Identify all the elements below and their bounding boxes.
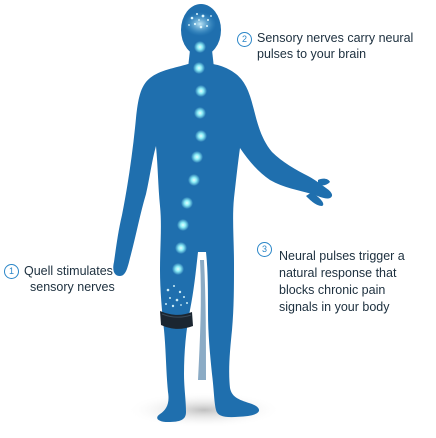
callout-2: 2 Sensory nerves carry neural pulses to … [237,30,433,70]
pulse-dot [194,41,206,53]
callout-3-line-1: Neural pulses trigger a [279,249,405,263]
pulse-dot [195,85,207,97]
pulse-dot [194,107,206,119]
leg-shading [198,260,206,380]
step-1-badge: 1 [4,264,19,279]
pulse-dot [191,151,203,163]
callout-3-line-2: natural response that [279,266,397,280]
callout-2-line-2: pulses to your brain [257,47,367,61]
pulse-dot [188,174,200,186]
callout-1: 1 Quell stimulates sensory nerves [4,263,164,303]
pulse-dot [181,197,193,209]
nerve-pulses [172,41,207,275]
pulse-dot [175,242,187,254]
pulse-dot [177,219,189,231]
pulse-dot [195,130,207,142]
callout-1-line-1: Quell stimulates [24,264,113,278]
quell-device [160,311,193,329]
pulse-dot [193,62,205,74]
step-2-badge: 2 [237,32,252,47]
callout-3: 3 Neural pulses trigger a natural respon… [257,241,435,321]
callout-1-line-2: sensory nerves [30,280,115,294]
callout-2-line-1: Sensory nerves carry neural [257,31,414,45]
brain-sparkles [188,13,212,29]
step-3-badge: 3 [257,242,272,257]
callout-3-line-3: blocks chronic pain [279,283,386,297]
callout-3-line-4: signals in your body [279,300,390,314]
pulse-dot [172,263,184,275]
knee-sparkles [165,285,188,308]
